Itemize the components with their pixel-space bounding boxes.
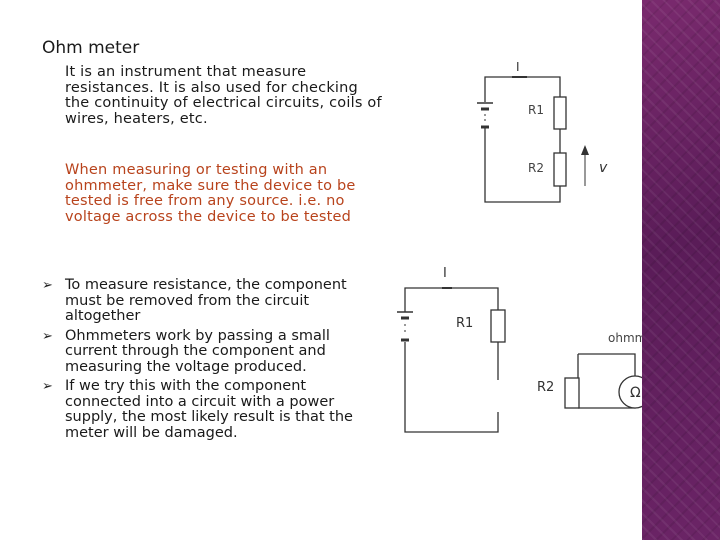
current-label: I — [516, 60, 520, 74]
resistor-r1 — [553, 96, 567, 130]
current-label: I — [443, 266, 447, 281]
r2-label: R2 — [528, 161, 544, 175]
circuit-diagram-voltage: I R1 R2 v — [477, 60, 608, 203]
bullet-list: ➢ To measure resistance, the component m… — [42, 277, 382, 445]
resistor-r1 — [490, 309, 506, 343]
list-item: ➢ Ohmmeters work by passing a small curr… — [42, 327, 382, 376]
warning-text: When measuring or testing with an ohmmet… — [65, 162, 356, 225]
arrow-bullet-icon: ➢ — [42, 379, 53, 394]
arrow-bullet-icon: ➢ — [42, 328, 53, 344]
r2-label: R2 — [537, 380, 554, 395]
bullet-text: To measure resistance, the component mus… — [65, 277, 347, 324]
sidebar-pattern — [642, 0, 720, 540]
resistor-r2 — [564, 377, 580, 409]
voltage-label: v — [599, 160, 608, 176]
ohm-symbol: Ω — [630, 385, 641, 401]
bullet-text: Ohmmeters work by passing a small curren… — [65, 327, 330, 375]
list-item: ➢ If we try this with the component conn… — [42, 378, 382, 441]
arrow-bullet-icon: ➢ — [42, 278, 53, 293]
definition-text: It is an instrument that measure resista… — [65, 64, 382, 127]
circuit-diagram-ohmmeter: I R1 R2 Ω ohmmeter — [397, 266, 671, 433]
slide-title: Ohm meter — [42, 38, 140, 58]
r1-label: R1 — [528, 103, 544, 117]
decorative-sidebar — [642, 0, 720, 540]
resistor-r2 — [553, 152, 567, 187]
r1-label: R1 — [456, 316, 473, 331]
bullet-text: If we try this with the component connec… — [65, 378, 353, 441]
voltage-arrow-icon — [581, 145, 589, 155]
list-item: ➢ To measure resistance, the component m… — [42, 277, 382, 325]
